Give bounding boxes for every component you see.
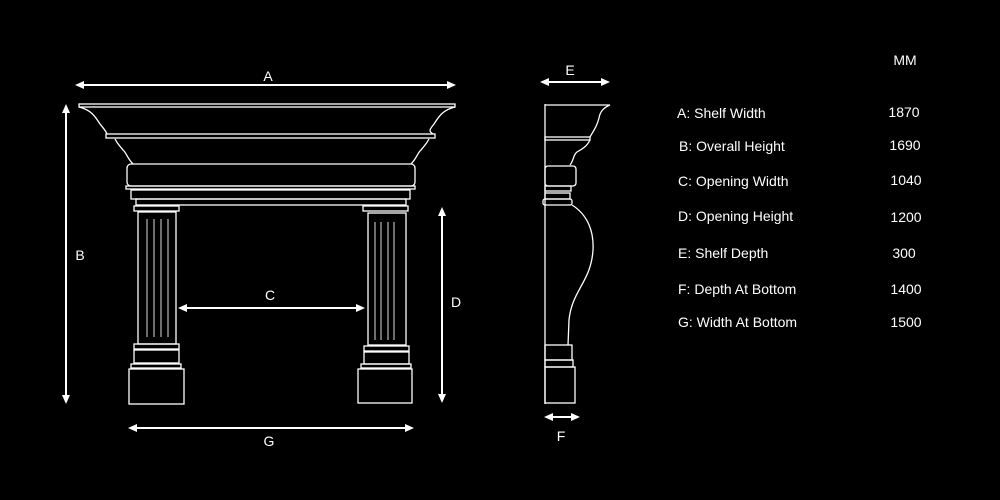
row-value: 1200 — [890, 209, 922, 225]
left-base — [133, 349, 180, 364]
row-value: 300 — [892, 245, 916, 261]
left-flutes — [146, 219, 169, 337]
dimension-label-f: F — [556, 428, 566, 444]
side-profile — [542, 104, 611, 404]
right-base-band — [363, 345, 410, 352]
left-capital — [133, 205, 180, 212]
shelf-top — [78, 103, 456, 108]
right-column — [367, 212, 407, 346]
shelf-cove — [78, 106, 456, 135]
row-label: C: Opening Width — [678, 173, 789, 189]
row-label: D: Opening Height — [678, 208, 794, 224]
dimension-label-g: G — [263, 433, 275, 449]
right-base — [363, 351, 410, 365]
row-value: 1400 — [890, 281, 922, 297]
right-plinth — [357, 368, 413, 404]
row-value: 1040 — [890, 172, 922, 188]
left-column — [137, 211, 177, 345]
row-value: 1690 — [889, 137, 921, 153]
dimension-label-d: D — [450, 294, 462, 310]
dimension-f-arrow — [544, 413, 580, 421]
dimension-d-arrow — [438, 207, 446, 403]
right-base-band2 — [360, 363, 412, 369]
side-plinth — [544, 366, 576, 404]
side-base — [544, 344, 573, 361]
dimension-a-arrow — [75, 81, 456, 89]
side-corbel-curve — [567, 204, 594, 346]
dimension-c-arrow — [178, 304, 365, 312]
shelf-band — [105, 133, 436, 139]
side-band2 — [544, 192, 571, 200]
row-label: F: Depth At Bottom — [678, 281, 797, 297]
dimension-label-b: B — [75, 247, 85, 263]
row-label: E: Shelf Depth — [678, 245, 769, 261]
frieze-band — [125, 185, 416, 190]
right-capital — [362, 205, 409, 212]
frieze-cove — [114, 138, 430, 165]
dimension-arrows — [62, 78, 610, 432]
side-cove — [569, 139, 591, 166]
lintel — [130, 189, 411, 200]
frieze — [126, 163, 416, 187]
row-label: G: Width At Bottom — [678, 314, 798, 330]
row-label: A: Shelf Width — [677, 105, 766, 121]
side-frieze — [544, 165, 577, 187]
dimension-g-arrow — [128, 424, 414, 432]
right-flutes — [374, 222, 395, 340]
row-value: 1870 — [888, 104, 920, 120]
side-band3 — [542, 198, 573, 206]
front-elevation — [78, 103, 456, 405]
left-plinth — [128, 368, 185, 405]
dimension-label-a: A — [263, 68, 273, 84]
row-label: B: Overall Height — [679, 138, 785, 154]
side-shelf — [545, 104, 611, 138]
side-base-band — [544, 359, 574, 368]
dimension-b-arrow — [62, 104, 70, 404]
side-shelf-band — [544, 136, 591, 141]
dimension-e-arrow — [540, 78, 610, 86]
dimension-label-e: E — [565, 62, 575, 78]
left-base-band — [133, 343, 180, 350]
row-value: 1500 — [890, 314, 922, 330]
dimension-label-c: C — [264, 287, 276, 303]
left-base-band2 — [130, 363, 182, 369]
side-band1 — [544, 185, 572, 192]
lintel-band — [135, 198, 407, 206]
unit-header: MM — [893, 52, 917, 68]
